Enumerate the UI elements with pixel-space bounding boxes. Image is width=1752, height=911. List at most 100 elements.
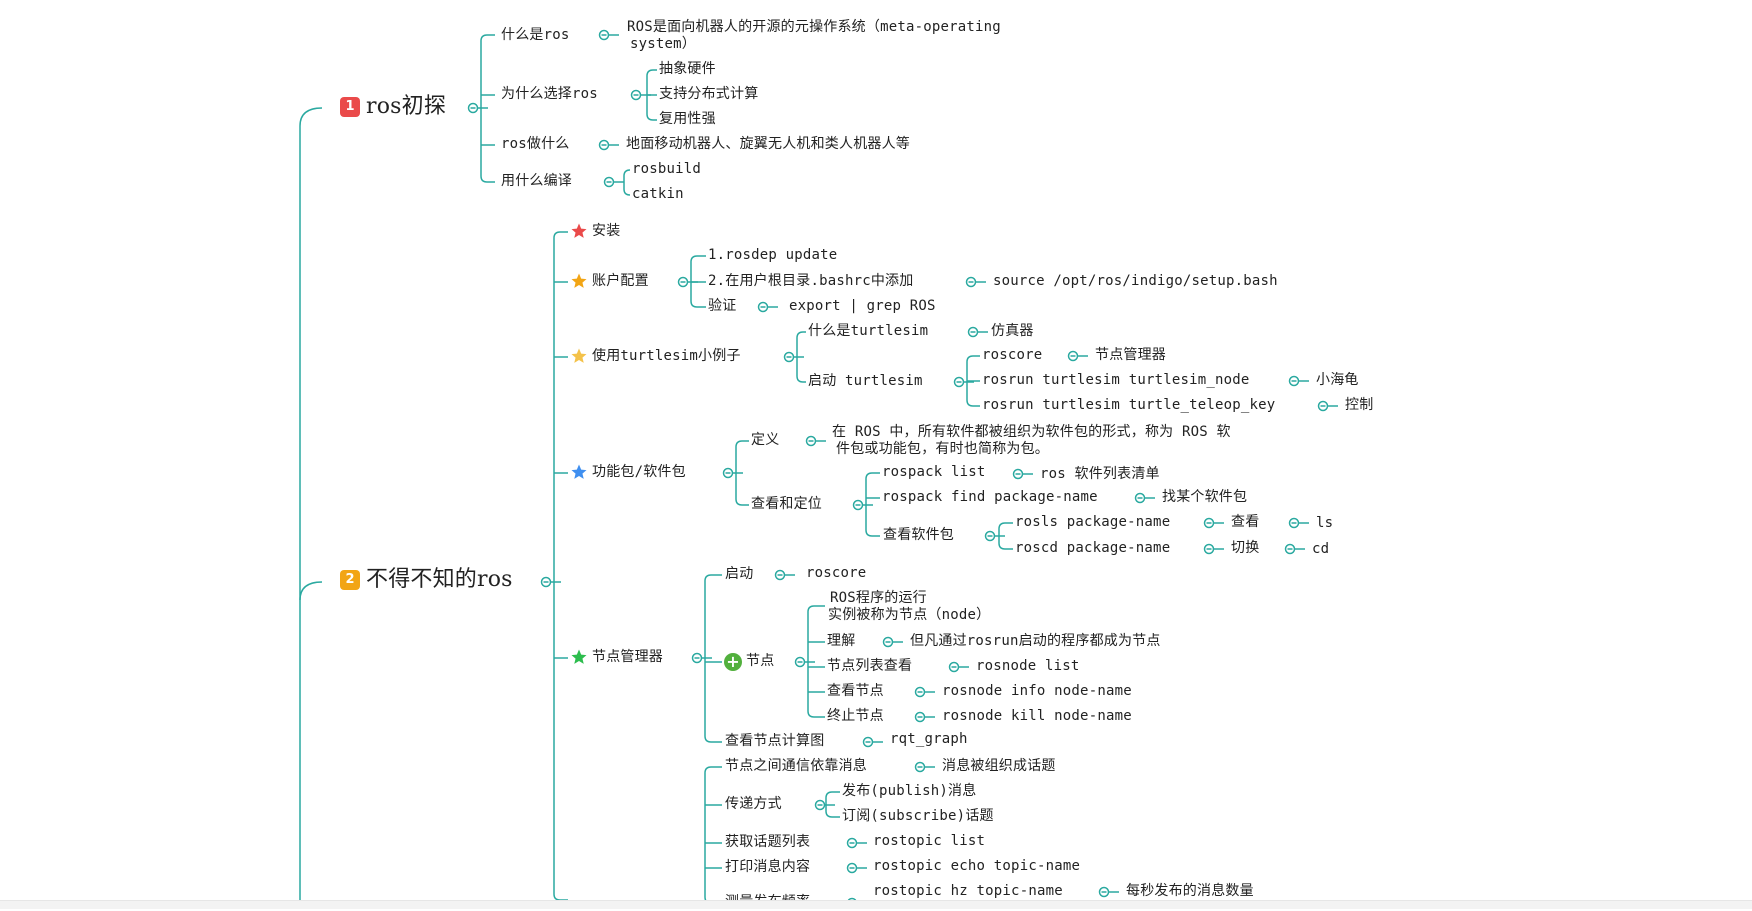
node-ros-does-answer[interactable]: 地面移动机器人、旋翼无人机和类人机器人等 [626,136,910,152]
node-why-item-2[interactable]: 支持分布式计算 [659,86,759,102]
account-bracket [690,255,706,308]
node-ros-package-list[interactable]: ros 软件列表清单 [1040,466,1160,482]
node-definition-line2[interactable]: 件包或功能包，有时也简称为包。 [836,441,1049,457]
node-msgs-per-second[interactable]: 每秒发布的消息数量 [1126,883,1254,899]
node-verify[interactable]: 验证 [708,298,737,314]
turtle-bracket [796,331,806,383]
node-ros-does[interactable]: ros做什么 [501,136,570,152]
node-rostopic-list[interactable]: rostopic list [873,833,986,849]
locate-bracket [865,472,880,537]
priority-1-badge: 1 [340,97,360,117]
b1-bracket [480,34,495,183]
nodes-bracket [704,574,722,743]
node-what-is-turtlesim[interactable]: 什么是turtlesim [808,323,929,339]
node-cd[interactable]: cd [1312,541,1330,557]
transfer-bracket [825,791,840,818]
node-switch[interactable]: 切换 [1231,540,1260,556]
node-understand-value[interactable]: 但凡通过rosrun启动的程序都成为节点 [910,633,1161,649]
node-build-rosbuild[interactable]: rosbuild [632,161,702,177]
node-node-def-line2[interactable]: 实例被称为节点（node） [828,607,991,623]
package-bracket [735,440,749,506]
node-kill[interactable]: 终止节点 [827,708,884,724]
node-def-bracket [807,605,825,718]
node-cmd-roscore[interactable]: roscore [982,347,1043,363]
node-view[interactable]: 查看 [1231,514,1260,530]
node-rosls[interactable]: rosls package-name [1015,514,1171,530]
node-publish[interactable]: 发布(publish)消息 [842,783,977,799]
node-rqt-graph[interactable]: rqt_graph [890,731,968,747]
node-control[interactable]: 控制 [1345,397,1374,413]
node-simulator[interactable]: 仿真器 [991,323,1034,339]
node-roscd[interactable]: roscd package-name [1015,540,1171,556]
node-little-turtle[interactable]: 小海龟 [1316,372,1359,388]
node-echo[interactable]: 打印消息内容 [725,859,811,875]
branch-must-know-ros[interactable]: 不得不知的ros [366,567,513,592]
node-node-manager-branch[interactable]: 节点管理器 [592,649,663,665]
node-subscribe[interactable]: 订阅(subscribe)话题 [842,808,994,824]
node-build-tool[interactable]: 用什么编译 [501,173,572,189]
node-package[interactable]: 功能包/软件包 [592,464,686,480]
node-start[interactable]: 启动 [725,566,754,582]
why-bracket [646,69,657,121]
viewpkg-bracket [998,522,1013,550]
node-view-package[interactable]: 查看软件包 [883,527,954,543]
node-understand[interactable]: 理解 [827,633,856,649]
node-get-topic-list[interactable]: 获取话题列表 [725,834,811,850]
node-start-roscore[interactable]: roscore [806,565,867,581]
node-start-turtlesim[interactable]: 启动 turtlesim [808,373,923,389]
node-definition-line1[interactable]: 在 ROS 中，所有软件都被组织为软件包的形式，称为 ROS 软 [832,424,1231,440]
green-star-icon [571,649,587,664]
node-cmd-turtlesim-node[interactable]: rosrun turtlesim turtlesim_node [982,372,1250,388]
root-spine-b2 [299,581,323,601]
root-spine [299,107,323,908]
node-cmd-teleop[interactable]: rosrun turtlesim turtle_teleop_key [982,397,1276,413]
bottom-scrollbar[interactable] [0,900,1752,909]
node-node-def-line1[interactable]: ROS程序的运行 [830,590,927,606]
node-rostopic-echo[interactable]: rostopic echo topic-name [873,858,1081,874]
node-install[interactable]: 安装 [592,223,621,239]
node-rospack-find[interactable]: rospack find package-name [882,489,1098,505]
orange-star-icon [571,273,587,288]
node-ros-definition-line2[interactable]: system） [630,36,696,52]
node-rosnode-kill[interactable]: rosnode kill node-name [942,708,1132,724]
red-star-icon [571,223,587,238]
node-find-package[interactable]: 找某个软件包 [1162,489,1248,505]
node-view-locate[interactable]: 查看和定位 [751,496,822,512]
topics-bracket [704,766,722,904]
node-rospack-list[interactable]: rospack list [882,464,986,480]
branch-ros-intro[interactable]: ros初探 [366,94,447,119]
node-source-setup[interactable]: source /opt/ros/indigo/setup.bash [993,273,1278,289]
node-rostopic-hz[interactable]: rostopic hz topic-name [873,883,1063,899]
build-bracket [623,169,631,196]
priority-2-badge: 2 [340,570,360,590]
node-rosnode-list[interactable]: rosnode list [976,658,1080,674]
node-comm-messages[interactable]: 节点之间通信依靠消息 [725,758,867,774]
node-why-item-1[interactable]: 抽象硬件 [659,61,716,77]
node-why-item-3[interactable]: 复用性强 [659,111,716,127]
node-list-view[interactable]: 节点列表查看 [827,658,913,674]
node-rosdep-update[interactable]: 1.rosdep update [708,247,838,263]
node-account-config[interactable]: 账户配置 [592,273,649,289]
node-transfer[interactable]: 传递方式 [725,796,782,812]
node-node-manager[interactable]: 节点管理器 [1095,347,1166,363]
node-build-catkin[interactable]: catkin [632,186,684,202]
b2-bracket [553,231,568,901]
node-what-is-ros[interactable]: 什么是ros [501,27,570,43]
node-ls[interactable]: ls [1316,515,1334,531]
blue-star-icon [571,464,587,479]
plus-icon: + [724,653,742,671]
node-turtlesim-example[interactable]: 使用turtlesim小例子 [592,348,741,364]
node-graph[interactable]: 查看节点计算图 [725,733,825,749]
node-why-ros[interactable]: 为什么选择ros [501,86,598,102]
turtle-cmds-bracket [966,355,980,407]
node-definition[interactable]: 定义 [751,432,780,448]
node-node[interactable]: 节点 [746,653,775,669]
node-verify-cmd[interactable]: export | grep ROS [789,298,936,314]
node-msgs-topics[interactable]: 消息被组织成话题 [942,758,1056,774]
node-rosnode-info[interactable]: rosnode info node-name [942,683,1132,699]
node-bashrc-add[interactable]: 2.在用户根目录.bashrc中添加 [708,273,914,289]
yellow-star-icon [571,348,587,363]
node-inspect[interactable]: 查看节点 [827,683,884,699]
node-ros-definition-line1[interactable]: ROS是面向机器人的开源的元操作系统（meta-operating [627,19,1001,35]
